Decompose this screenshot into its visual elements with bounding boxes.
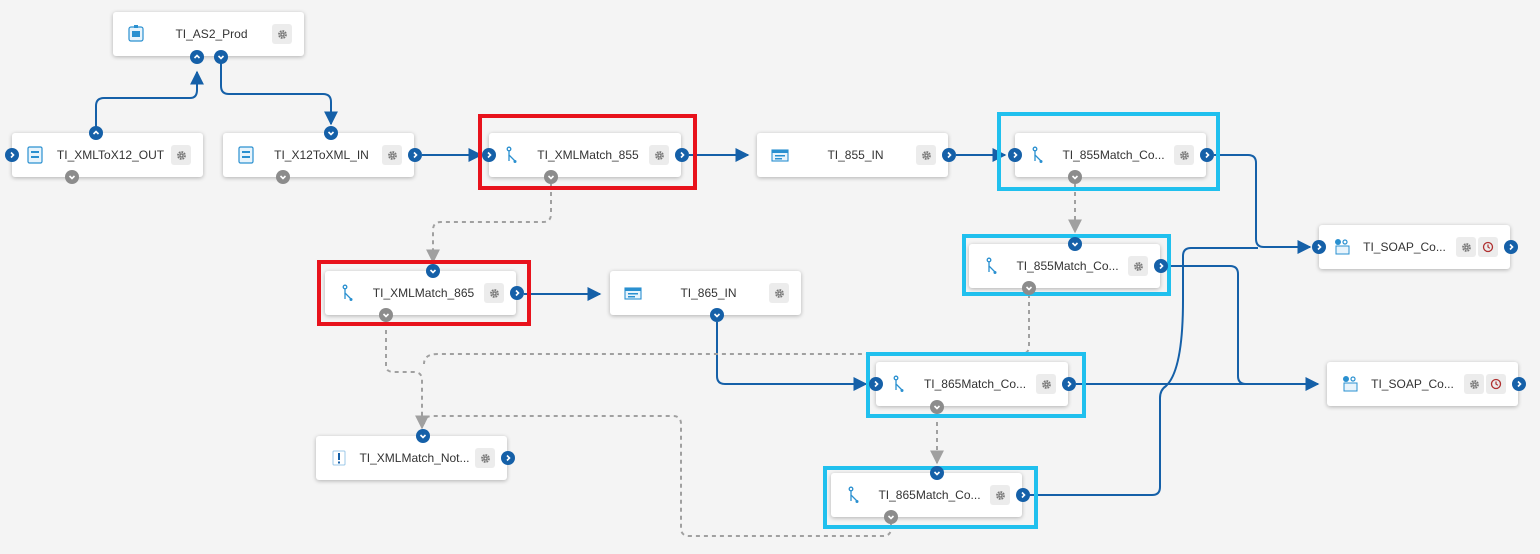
- wire-865in-to-865matchco: [716, 322, 868, 391]
- chevron-down-icon[interactable]: [930, 466, 944, 480]
- chevron-down-icon[interactable]: [884, 510, 898, 524]
- soap-service-icon: [1333, 237, 1351, 257]
- node-label: TI_AS2_Prod: [175, 27, 248, 41]
- wire-xmlmatch865-to-xmlmatch-not: [385, 322, 429, 430]
- node-865match-co-b[interactable]: TI_865Match_Co...: [831, 466, 1030, 524]
- gear-icon[interactable]: [382, 145, 402, 165]
- node-x12toxml-in[interactable]: TI_X12ToXML_IN: [223, 126, 422, 184]
- chevron-down-icon[interactable]: [276, 170, 290, 184]
- chevron-right-icon[interactable]: [1512, 377, 1526, 391]
- node-soap-co-a[interactable]: TI_SOAP_Co...: [1312, 225, 1518, 269]
- node-label: TI_SOAP_Co...: [1371, 377, 1454, 391]
- route-split-icon: [890, 374, 908, 394]
- chevron-right-icon[interactable]: [1504, 240, 1518, 254]
- chevron-up-icon[interactable]: [89, 126, 103, 140]
- chevron-down-icon[interactable]: [1068, 237, 1082, 251]
- route-split-icon: [1029, 145, 1047, 165]
- chevron-right-icon[interactable]: [675, 148, 689, 162]
- node-855match-co-b[interactable]: TI_855Match_Co...: [969, 237, 1168, 295]
- wire-xmlmatch855-to-xmlmatch865: [426, 184, 552, 264]
- chevron-right-icon[interactable]: [942, 148, 956, 162]
- node-as2-prod[interactable]: TI_AS2_Prod: [113, 12, 304, 64]
- chevron-right-icon[interactable]: [501, 451, 515, 465]
- chevron-right-icon[interactable]: [1200, 148, 1214, 162]
- chevron-right-icon[interactable]: [1312, 240, 1326, 254]
- chevron-right-icon[interactable]: [1154, 259, 1168, 273]
- gear-icon[interactable]: [990, 485, 1010, 505]
- route-split-icon: [983, 256, 1001, 276]
- chevron-down-icon[interactable]: [214, 50, 228, 64]
- chevron-down-icon[interactable]: [324, 126, 338, 140]
- as2-connector-icon: [127, 24, 145, 44]
- chevron-down-icon[interactable]: [710, 308, 724, 322]
- chevron-right-icon[interactable]: [1008, 148, 1022, 162]
- node-865match-co-a[interactable]: TI_865Match_Co...: [869, 362, 1076, 414]
- gear-icon[interactable]: [272, 24, 292, 44]
- wire-xmltox12-to-as2: [95, 70, 204, 131]
- alert-icon: [330, 448, 348, 468]
- node-label: TI_855_IN: [827, 148, 884, 162]
- chevron-right-icon[interactable]: [5, 148, 19, 162]
- route-split-icon: [503, 145, 521, 165]
- wire-855matchco-to-soap-a: [1214, 154, 1312, 254]
- gear-icon[interactable]: [916, 145, 936, 165]
- gear-icon[interactable]: [1128, 256, 1148, 276]
- soap-service-icon: [1341, 374, 1359, 394]
- node-865-in[interactable]: TI_865_IN: [610, 271, 801, 322]
- gear-icon[interactable]: [1036, 374, 1056, 394]
- clock-icon[interactable]: [1486, 374, 1506, 394]
- chevron-down-icon[interactable]: [930, 400, 944, 414]
- chevron-right-icon[interactable]: [482, 148, 496, 162]
- chevron-right-icon[interactable]: [408, 148, 422, 162]
- node-label: TI_865Match_Co...: [923, 377, 1027, 391]
- node-xmltox12-out[interactable]: TI_XMLToX12_OUT: [5, 126, 203, 184]
- wire-as2-to-x12toxml: [220, 63, 338, 126]
- gear-icon[interactable]: [475, 448, 495, 468]
- chevron-down-icon[interactable]: [416, 429, 430, 443]
- clock-icon[interactable]: [1478, 237, 1498, 257]
- edi-map-icon: [26, 145, 44, 165]
- route-split-icon: [339, 283, 357, 303]
- edi-map-icon: [237, 145, 255, 165]
- node-label: TI_SOAP_Co...: [1363, 240, 1446, 254]
- chevron-right-icon[interactable]: [1062, 377, 1076, 391]
- chevron-down-icon[interactable]: [1068, 170, 1082, 184]
- node-label: TI_865_IN: [680, 286, 737, 300]
- gear-icon[interactable]: [1174, 145, 1194, 165]
- node-855-in[interactable]: TI_855_IN: [757, 133, 956, 177]
- wire-865matchco-b-to-soap-a: [1029, 247, 1258, 496]
- node-soap-co-b[interactable]: TI_SOAP_Co...: [1327, 362, 1526, 406]
- chevron-right-icon[interactable]: [869, 377, 883, 391]
- gear-icon[interactable]: [171, 145, 191, 165]
- node-label: TI_XMLMatch_Not...: [359, 451, 470, 465]
- route-split-icon: [845, 485, 863, 505]
- node-xmlmatch-not[interactable]: TI_XMLMatch_Not...: [316, 429, 515, 480]
- document-icon: [771, 145, 789, 165]
- node-xmlmatch-855[interactable]: TI_XMLMatch_855: [482, 133, 689, 184]
- chevron-right-icon[interactable]: [510, 286, 524, 300]
- gear-icon[interactable]: [769, 283, 789, 303]
- gear-icon[interactable]: [1464, 374, 1484, 394]
- chevron-down-icon[interactable]: [65, 170, 79, 184]
- node-xmlmatch-865[interactable]: TI_XMLMatch_865: [325, 264, 524, 322]
- gear-icon[interactable]: [649, 145, 669, 165]
- gear-icon[interactable]: [1456, 237, 1476, 257]
- chevron-down-icon[interactable]: [426, 264, 440, 278]
- node-855match-co-a[interactable]: TI_855Match_Co...: [1008, 133, 1214, 184]
- wire-855matchco-b-to-soap-b: [1167, 265, 1320, 391]
- chevron-down-icon[interactable]: [379, 308, 393, 322]
- chevron-up-icon[interactable]: [190, 50, 204, 64]
- chevron-down-icon[interactable]: [544, 170, 558, 184]
- gear-icon[interactable]: [484, 283, 504, 303]
- document-icon: [624, 283, 642, 303]
- chevron-down-icon[interactable]: [1022, 281, 1036, 295]
- chevron-right-icon[interactable]: [1016, 488, 1030, 502]
